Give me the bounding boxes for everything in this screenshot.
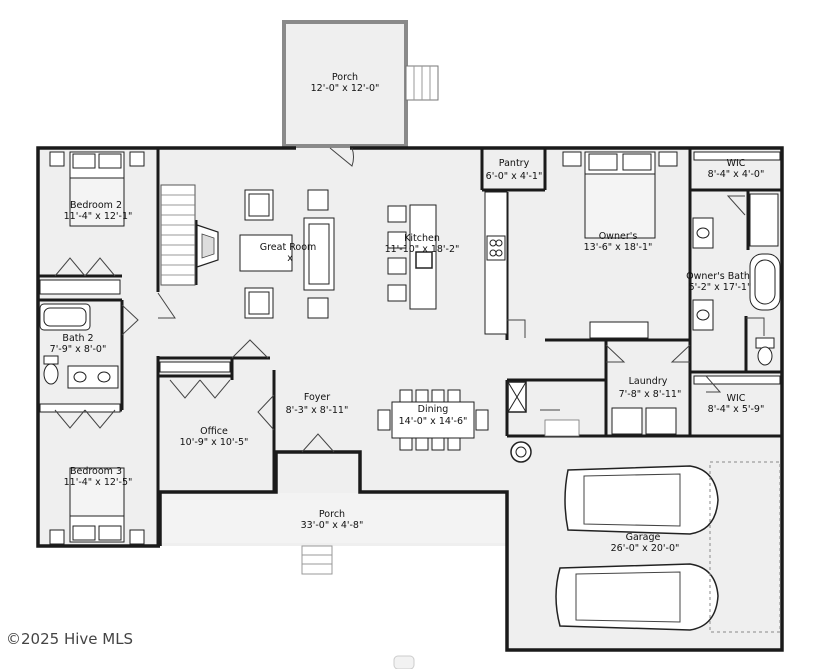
dim-great-room: x — [287, 253, 293, 264]
owners-bath-fixtures — [692, 193, 781, 366]
dim-laundry: 7'-8" x 8'-11" — [619, 389, 682, 400]
label-bedroom2: Bedroom 2 — [70, 200, 122, 211]
dim-owners: 13'-6" x 18'-1" — [584, 242, 653, 253]
label-laundry: Laundry — [629, 376, 668, 387]
dim-dining: 14'-0" x 14'-6" — [399, 416, 468, 427]
kitchen-counter — [484, 191, 508, 335]
fireplace — [196, 224, 219, 268]
great-room-furniture — [239, 189, 335, 319]
stairs — [160, 184, 580, 437]
dim-owners-bath: 5'-2" x 17'-1" — [689, 282, 752, 293]
dim-bath2: 7'-9" x 8'-0" — [50, 344, 107, 355]
label-great-room: Great Room — [260, 242, 317, 253]
label-porch-front: Porch — [319, 509, 345, 520]
label-owners: Owner's — [599, 231, 638, 242]
label-wic-bottom: WIC — [727, 393, 746, 404]
label-bath2: Bath 2 — [62, 333, 93, 344]
closet-shelves — [39, 151, 781, 413]
dim-garage: 26'-0" x 20'-0" — [611, 543, 680, 554]
dim-foyer: 8'-3" x 8'-11" — [286, 405, 349, 416]
kitchen-island — [387, 204, 437, 310]
door-swings — [54, 147, 765, 453]
dim-bedroom3: 11'-4" x 12'-5" — [64, 477, 133, 488]
label-office: Office — [200, 426, 228, 437]
rear-porch — [282, 20, 439, 148]
front-porch-floor — [160, 493, 508, 543]
label-wic-top: WIC — [727, 158, 746, 169]
bed-owners — [562, 151, 678, 339]
label-owners-bath: Owner's Bath — [686, 271, 750, 282]
label-porch-top: Porch — [332, 72, 358, 83]
front-steps — [301, 545, 415, 669]
dim-pantry: 6'-0" x 4'-1" — [486, 171, 543, 182]
copyright-watermark: ©2025 Hive MLS — [6, 630, 134, 648]
car-lower — [555, 563, 719, 631]
label-foyer: Foyer — [304, 392, 330, 403]
dim-porch-top: 12'-0" x 12'-0" — [311, 83, 380, 94]
dim-kitchen: 11'-10" x 18'-2" — [385, 244, 460, 255]
dim-wic-top: 8'-4" x 4'-0" — [708, 169, 765, 180]
label-kitchen: Kitchen — [404, 233, 440, 244]
bath2-fixtures — [39, 303, 119, 389]
label-bedroom3: Bedroom 3 — [70, 466, 122, 477]
label-garage: Garage — [626, 532, 661, 543]
bed-bedroom3 — [49, 467, 145, 545]
bed-bedroom2 — [49, 151, 145, 227]
dim-bedroom2: 11'-4" x 12'-1" — [64, 211, 133, 222]
dim-office: 10'-9" x 10'-5" — [180, 437, 249, 448]
room-labels: Porch 12'-0" x 12'-0" Bedroom 2 11'-4" x… — [50, 72, 765, 554]
laundry-appliances — [611, 407, 677, 435]
exterior-walls — [36, 146, 784, 652]
dining-table — [377, 389, 489, 451]
car-upper — [564, 465, 719, 535]
dim-wic-bottom: 8'-4" x 5'-9" — [708, 404, 765, 415]
dim-porch-front: 33'-0" x 4'-8" — [301, 520, 364, 531]
label-dining: Dining — [418, 404, 449, 415]
label-pantry: Pantry — [499, 158, 530, 169]
water-heater — [510, 441, 532, 463]
